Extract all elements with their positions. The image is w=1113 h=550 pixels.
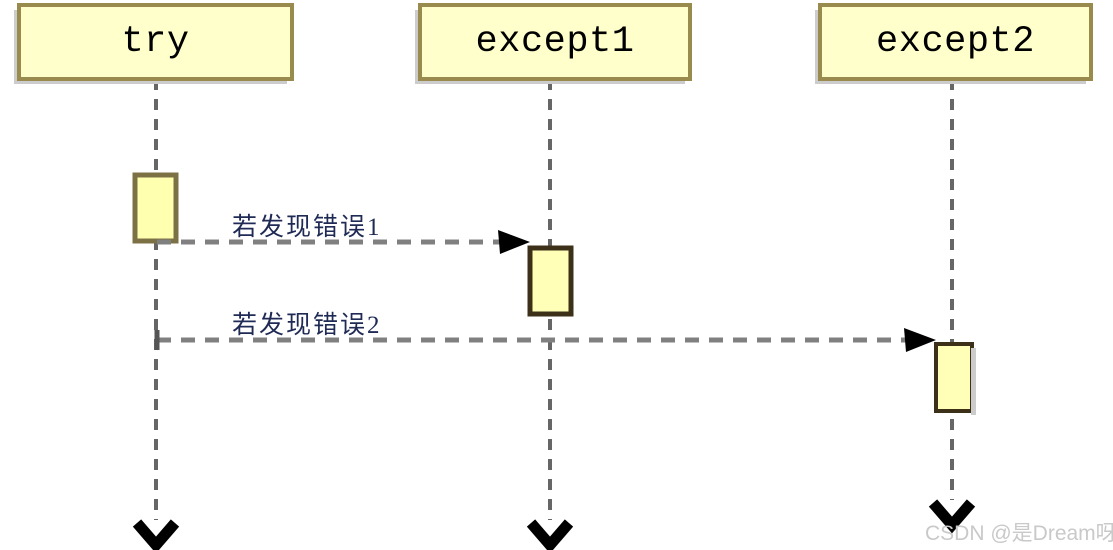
lifeline-end-arrow-try bbox=[132, 519, 180, 550]
participant-box-except2[interactable] bbox=[818, 3, 1093, 81]
participant-box-except1[interactable] bbox=[418, 3, 692, 81]
activation-bar-shadow-except2 bbox=[971, 348, 976, 415]
activation-bar-except2[interactable] bbox=[934, 342, 974, 413]
lifeline-end-arrow-except1 bbox=[526, 519, 574, 550]
lifeline-end-arrow-except2 bbox=[928, 499, 976, 534]
message-arrowhead-1 bbox=[498, 230, 530, 254]
message-arrowhead-2 bbox=[904, 328, 936, 352]
message-label-2: 若发现错误2 bbox=[232, 312, 382, 339]
participant-boxes-group bbox=[14, 3, 1093, 84]
lifeline-end-arrows-group bbox=[132, 499, 976, 550]
message-arrow-2[interactable] bbox=[154, 328, 936, 352]
activation-bar-except1[interactable] bbox=[527, 245, 574, 317]
message-arrow-1[interactable] bbox=[157, 230, 530, 254]
participant-box-try[interactable] bbox=[17, 3, 294, 81]
activation-bar-try[interactable] bbox=[132, 172, 179, 244]
message-label-1: 若发现错误1 bbox=[232, 214, 382, 241]
watermark-text: CSDN @是Dream呀 bbox=[925, 522, 1113, 545]
activation-bars-group bbox=[132, 172, 976, 415]
